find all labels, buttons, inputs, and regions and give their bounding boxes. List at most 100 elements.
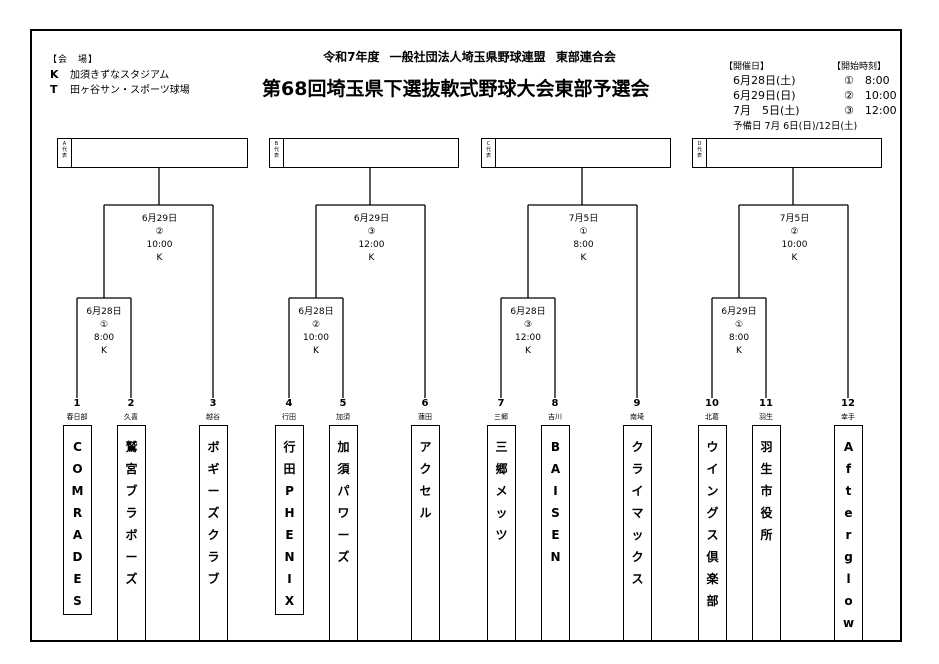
team-name: クライマックス (624, 426, 651, 590)
team-name-char: 部 (706, 594, 719, 608)
team-name-char: 羽 (760, 440, 773, 454)
team-name-char: ラ (631, 462, 644, 476)
team-number: 5 (339, 398, 347, 409)
match-info-line: ② (155, 227, 164, 237)
team-name: 鷲宮ブラボーズ (118, 426, 145, 590)
team-number: 12 (841, 398, 855, 409)
match-info-line: K (525, 346, 531, 356)
team-name-box: 羽生市役所 (752, 425, 781, 641)
dates-heading: 【開催日】 (724, 62, 770, 72)
team-name-box: 鷲宮ブラボーズ (117, 425, 146, 641)
team-name-box: クライマックス (623, 425, 652, 641)
team-name-char: N (284, 550, 295, 564)
match-info-line: 6月29日 (353, 214, 390, 224)
match-info-line: K (156, 253, 163, 263)
organizer-line: 令和7年度 一般社団法人埼玉県野球連盟 東部連合会 (0, 48, 939, 65)
team-name: ウイングス倶楽部 (699, 426, 726, 612)
fiscal-year: 令和7年度 (323, 50, 380, 64)
team-name-char: ラ (125, 506, 138, 520)
team-area: 吉川 (548, 413, 562, 421)
team-area: 春日部 (66, 413, 88, 421)
team-name-char: マ (631, 506, 644, 520)
time-2: ② 10:00 (844, 89, 897, 102)
match-info-line: 12:00 (515, 333, 541, 343)
team-name-char: t (845, 484, 852, 498)
team-number: 7 (497, 398, 505, 409)
team-number: 1 (73, 398, 81, 409)
team-name-char: ク (207, 528, 220, 542)
team-name-char: ル (419, 506, 432, 520)
team-number: 8 (551, 398, 559, 409)
team-name-char: イ (706, 462, 719, 476)
team-name-char: ア (419, 440, 432, 454)
match-info-line: 6月28日 (298, 307, 334, 317)
team-name-char: ボ (125, 528, 138, 542)
team-name-char: ー (125, 550, 138, 564)
team-name-char: r (845, 528, 852, 542)
match-info-line: 12:00 (358, 240, 385, 250)
match-info-line: 8:00 (93, 333, 115, 343)
team-name-char: E (551, 528, 560, 542)
team-name-char: l (846, 572, 851, 586)
match-info-line: 10:00 (146, 240, 173, 250)
venue-heading: 【会 場】 (48, 55, 99, 65)
team-area: 加須 (336, 413, 350, 421)
team-name-char: ボ (207, 440, 220, 454)
representative-tag-char: 表 (696, 153, 702, 159)
team-name-char: ク (631, 440, 644, 454)
team-number: 4 (285, 398, 293, 409)
team-name-char: D (72, 550, 83, 564)
team-name-char: 役 (760, 506, 773, 520)
team-name-char: セ (419, 484, 432, 498)
time-1: ① 8:00 (844, 74, 890, 87)
match-info-line: K (791, 253, 798, 263)
team-name-char: ッ (495, 506, 508, 520)
match-info-line: K (101, 346, 107, 356)
match-info-line: ① (99, 320, 109, 330)
team-name-char: P (285, 484, 294, 498)
team-name-box: 三郷メッツ (487, 425, 516, 641)
representative-tag-char: 代 (273, 147, 279, 153)
team-name-char: 郷 (495, 462, 508, 476)
team-name-char: 生 (760, 462, 773, 476)
representative-tag-char: 代 (485, 147, 491, 153)
team-name: 加須パワーズ (330, 426, 357, 568)
match-info-line: 6月28日 (510, 307, 546, 317)
team-name-char: 田 (283, 462, 296, 476)
representative-tag-char: 表 (485, 153, 491, 159)
match-info-line: 7月5日 (779, 214, 810, 224)
team-name: 羽生市役所 (753, 426, 780, 546)
team-name: 三郷メッツ (488, 426, 515, 546)
team-name-char: ワ (337, 506, 350, 520)
representative-tag-char: B (274, 141, 279, 147)
team-name-char: ブ (207, 572, 220, 586)
team-name: ボギーズクラブ (200, 426, 227, 590)
match-info-line: 10:00 (781, 240, 808, 250)
team-name-char: 楽 (706, 572, 719, 586)
team-name-char: A (550, 462, 561, 476)
union: 東部連合会 (555, 50, 616, 64)
team-name: アクセル (412, 426, 439, 524)
team-name-char: B (550, 440, 561, 454)
team-name-char: パ (337, 484, 350, 498)
match-info-line: K (736, 346, 742, 356)
team-number: 2 (127, 398, 135, 409)
team-area: 蓮田 (418, 413, 432, 421)
team-number: 11 (759, 398, 773, 409)
team-name-char: A (72, 528, 83, 542)
representative-tag-char: 代 (61, 147, 67, 153)
team-name-box: ウイングス倶楽部 (698, 425, 727, 641)
team-name-char: I (287, 572, 292, 586)
